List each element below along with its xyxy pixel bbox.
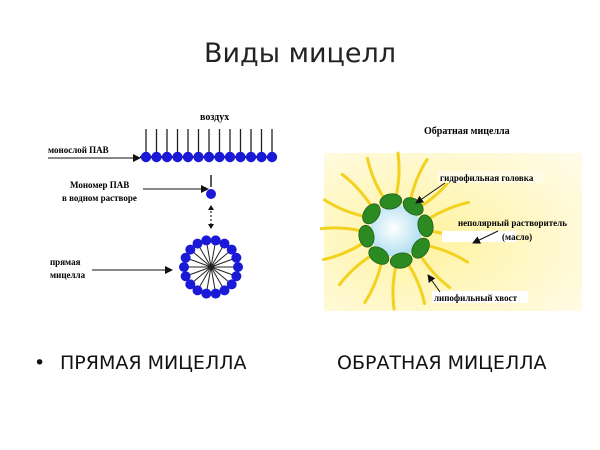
micelle-head <box>185 244 196 255</box>
monolayer-head <box>172 151 183 163</box>
bullet-text-reverse: ОБРАТНАЯ МИЦЕЛЛА <box>337 352 547 374</box>
lipophilic-tail <box>425 244 470 264</box>
direct-micelle-diagram: воздух монослой ПАВ Мономер ПАВ в водном… <box>48 112 278 299</box>
micelle-head <box>185 279 196 290</box>
micelle-head <box>210 235 221 246</box>
equilibrium-arrow-up <box>208 205 214 210</box>
micelle-head <box>201 235 212 246</box>
lipophilic-tail <box>321 241 366 262</box>
monolayer-head <box>256 151 267 163</box>
monolayer-tails <box>145 129 273 155</box>
hydrophilic-head <box>379 193 403 210</box>
micelle-head <box>233 262 243 272</box>
micelle-head <box>210 288 221 299</box>
lipophilic-tail <box>391 264 398 311</box>
hydrophilic-head-label: гидрофильная головка <box>440 173 534 183</box>
monolayer-head <box>203 151 215 163</box>
reverse-micelle-title: Обратная мицелла <box>424 126 510 137</box>
monolayer-head <box>224 151 236 163</box>
monolayer-head <box>245 151 257 163</box>
nonpolar-solvent-label-line2: (масло) <box>502 232 532 242</box>
head-label-bg <box>438 171 543 183</box>
micelle-head <box>179 262 189 272</box>
micelle-head <box>201 288 212 299</box>
micelle-head <box>192 238 203 249</box>
nonpolar-solvent-label-line1: неполярный растворитель <box>458 218 567 228</box>
micelle-head <box>231 252 242 263</box>
monolayer-head <box>140 151 152 163</box>
micelle-head <box>180 271 191 282</box>
reverse-micelle-diagram: Обратная мицелла гидрофильная головка не… <box>320 126 582 311</box>
air-label: воздух <box>200 112 229 123</box>
lipophilic-tails <box>320 151 476 311</box>
lipophilic-tail <box>322 198 367 218</box>
bullet-text-direct: ПРЯМАЯ МИЦЕЛЛА <box>60 352 247 374</box>
monolayer-label: монослой ПАВ <box>48 145 109 155</box>
lipophilic-tail <box>337 253 374 287</box>
monolayer-head <box>151 151 162 163</box>
tail-label-bg <box>432 291 528 303</box>
lipophilic-tail <box>426 200 471 221</box>
micelle-head <box>219 285 230 296</box>
direct-micelle-label-line2: мицелла <box>50 270 86 280</box>
monolayer-heads <box>140 151 278 163</box>
hydrophilic-head <box>417 214 434 238</box>
lipophilic-tail <box>363 260 383 305</box>
head-arrow <box>415 182 446 204</box>
monolayer-head <box>214 151 225 163</box>
monolayer-head <box>161 151 173 163</box>
hydrophilic-head <box>358 224 375 248</box>
micelle-head <box>192 285 203 296</box>
bullet-point: • <box>34 352 46 374</box>
micelle-head <box>226 244 237 255</box>
monolayer-head <box>235 151 246 163</box>
equilibrium-arrow-down <box>208 224 214 229</box>
monomer-head <box>206 189 216 199</box>
monolayer-head <box>193 151 204 163</box>
lipophilic-tail <box>406 261 427 306</box>
hydrophilic-head <box>389 252 413 269</box>
direct-micelle-label-line1: прямая <box>50 257 81 267</box>
lipophilic-tail <box>394 151 401 198</box>
lipophilic-tail-label: липофильный хвост <box>434 293 518 303</box>
micelle-head <box>226 279 237 290</box>
polar-core <box>370 205 422 257</box>
lipophilic-tail <box>418 253 452 290</box>
direct-micelle <box>179 235 243 299</box>
micelle-head <box>219 238 230 249</box>
micelle-head <box>231 271 242 282</box>
monomer-label-line1: Мономер ПАВ <box>70 180 129 190</box>
micelle-head <box>180 252 191 263</box>
hydrophilic-head <box>362 203 381 225</box>
lipophilic-tail <box>365 156 386 201</box>
lipophilic-tail <box>320 226 363 233</box>
monolayer-head <box>182 151 194 163</box>
monolayer-head <box>266 151 278 163</box>
solvent-arrow <box>472 230 499 244</box>
hydrophilic-head <box>368 246 390 265</box>
lipophilic-tail <box>340 172 374 209</box>
monomer-label-line2: в водном растворе <box>62 193 137 203</box>
hydrophilic-head <box>411 237 430 259</box>
slide-title: Виды мицелл <box>203 38 397 69</box>
tail-arrow <box>427 274 441 293</box>
lipophilic-tail <box>409 157 429 202</box>
bullet-row: • ПРЯМАЯ МИЦЕЛЛА ОБРАТНАЯ МИЦЕЛЛА <box>34 352 594 382</box>
